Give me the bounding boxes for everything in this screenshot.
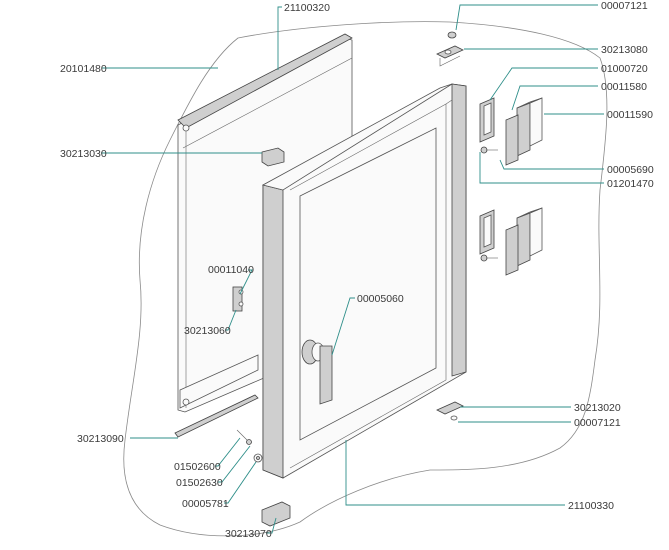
bottom-hinge-assembly bbox=[436, 401, 464, 421]
label-30213070: 30213070 bbox=[225, 528, 272, 540]
bottom-rail bbox=[174, 394, 259, 438]
background-outline bbox=[123, 21, 608, 537]
label-00005690: 00005690 bbox=[607, 164, 654, 176]
label-30213080: 30213080 bbox=[601, 44, 648, 56]
label-30213030: 30213030 bbox=[60, 148, 107, 160]
label-00011580: 00011580 bbox=[601, 81, 647, 93]
bottom-bracket-30213070 bbox=[261, 501, 291, 527]
small-hardware bbox=[236, 429, 263, 463]
label-01000720: 01000720 bbox=[601, 63, 648, 75]
label-21100320: 21100320 bbox=[284, 2, 330, 14]
label-21100330: 21100330 bbox=[568, 500, 614, 512]
label-20101480: 20101480 bbox=[60, 63, 107, 75]
door-handle bbox=[301, 339, 333, 405]
label-01502630: 01502630 bbox=[176, 477, 223, 489]
label-00011590: 00011590 bbox=[607, 109, 653, 121]
label-30213020: 30213020 bbox=[574, 402, 621, 414]
lock-assembly-lower bbox=[479, 207, 543, 276]
label-00011040: 00011040 bbox=[208, 264, 254, 276]
hinge-bracket-30213030 bbox=[261, 147, 285, 167]
front-door-frame bbox=[261, 83, 467, 479]
label-30213090: 30213090 bbox=[77, 433, 124, 445]
label-00007121-bottom: 00007121 bbox=[574, 417, 621, 429]
top-hinge-assembly bbox=[436, 31, 464, 67]
part-number-labels: 21100320 20101480 30213030 00011040 3021… bbox=[60, 0, 654, 540]
lock-assembly-upper bbox=[479, 97, 543, 166]
label-30213060: 30213060 bbox=[184, 325, 231, 337]
label-01201470: 01201470 bbox=[607, 178, 654, 190]
label-00007121-top: 00007121 bbox=[601, 0, 648, 12]
label-01502600: 01502600 bbox=[174, 461, 221, 473]
label-00005781: 00005781 bbox=[182, 498, 229, 510]
label-00005060: 00005060 bbox=[357, 293, 404, 305]
leader-lines bbox=[101, 4, 604, 534]
